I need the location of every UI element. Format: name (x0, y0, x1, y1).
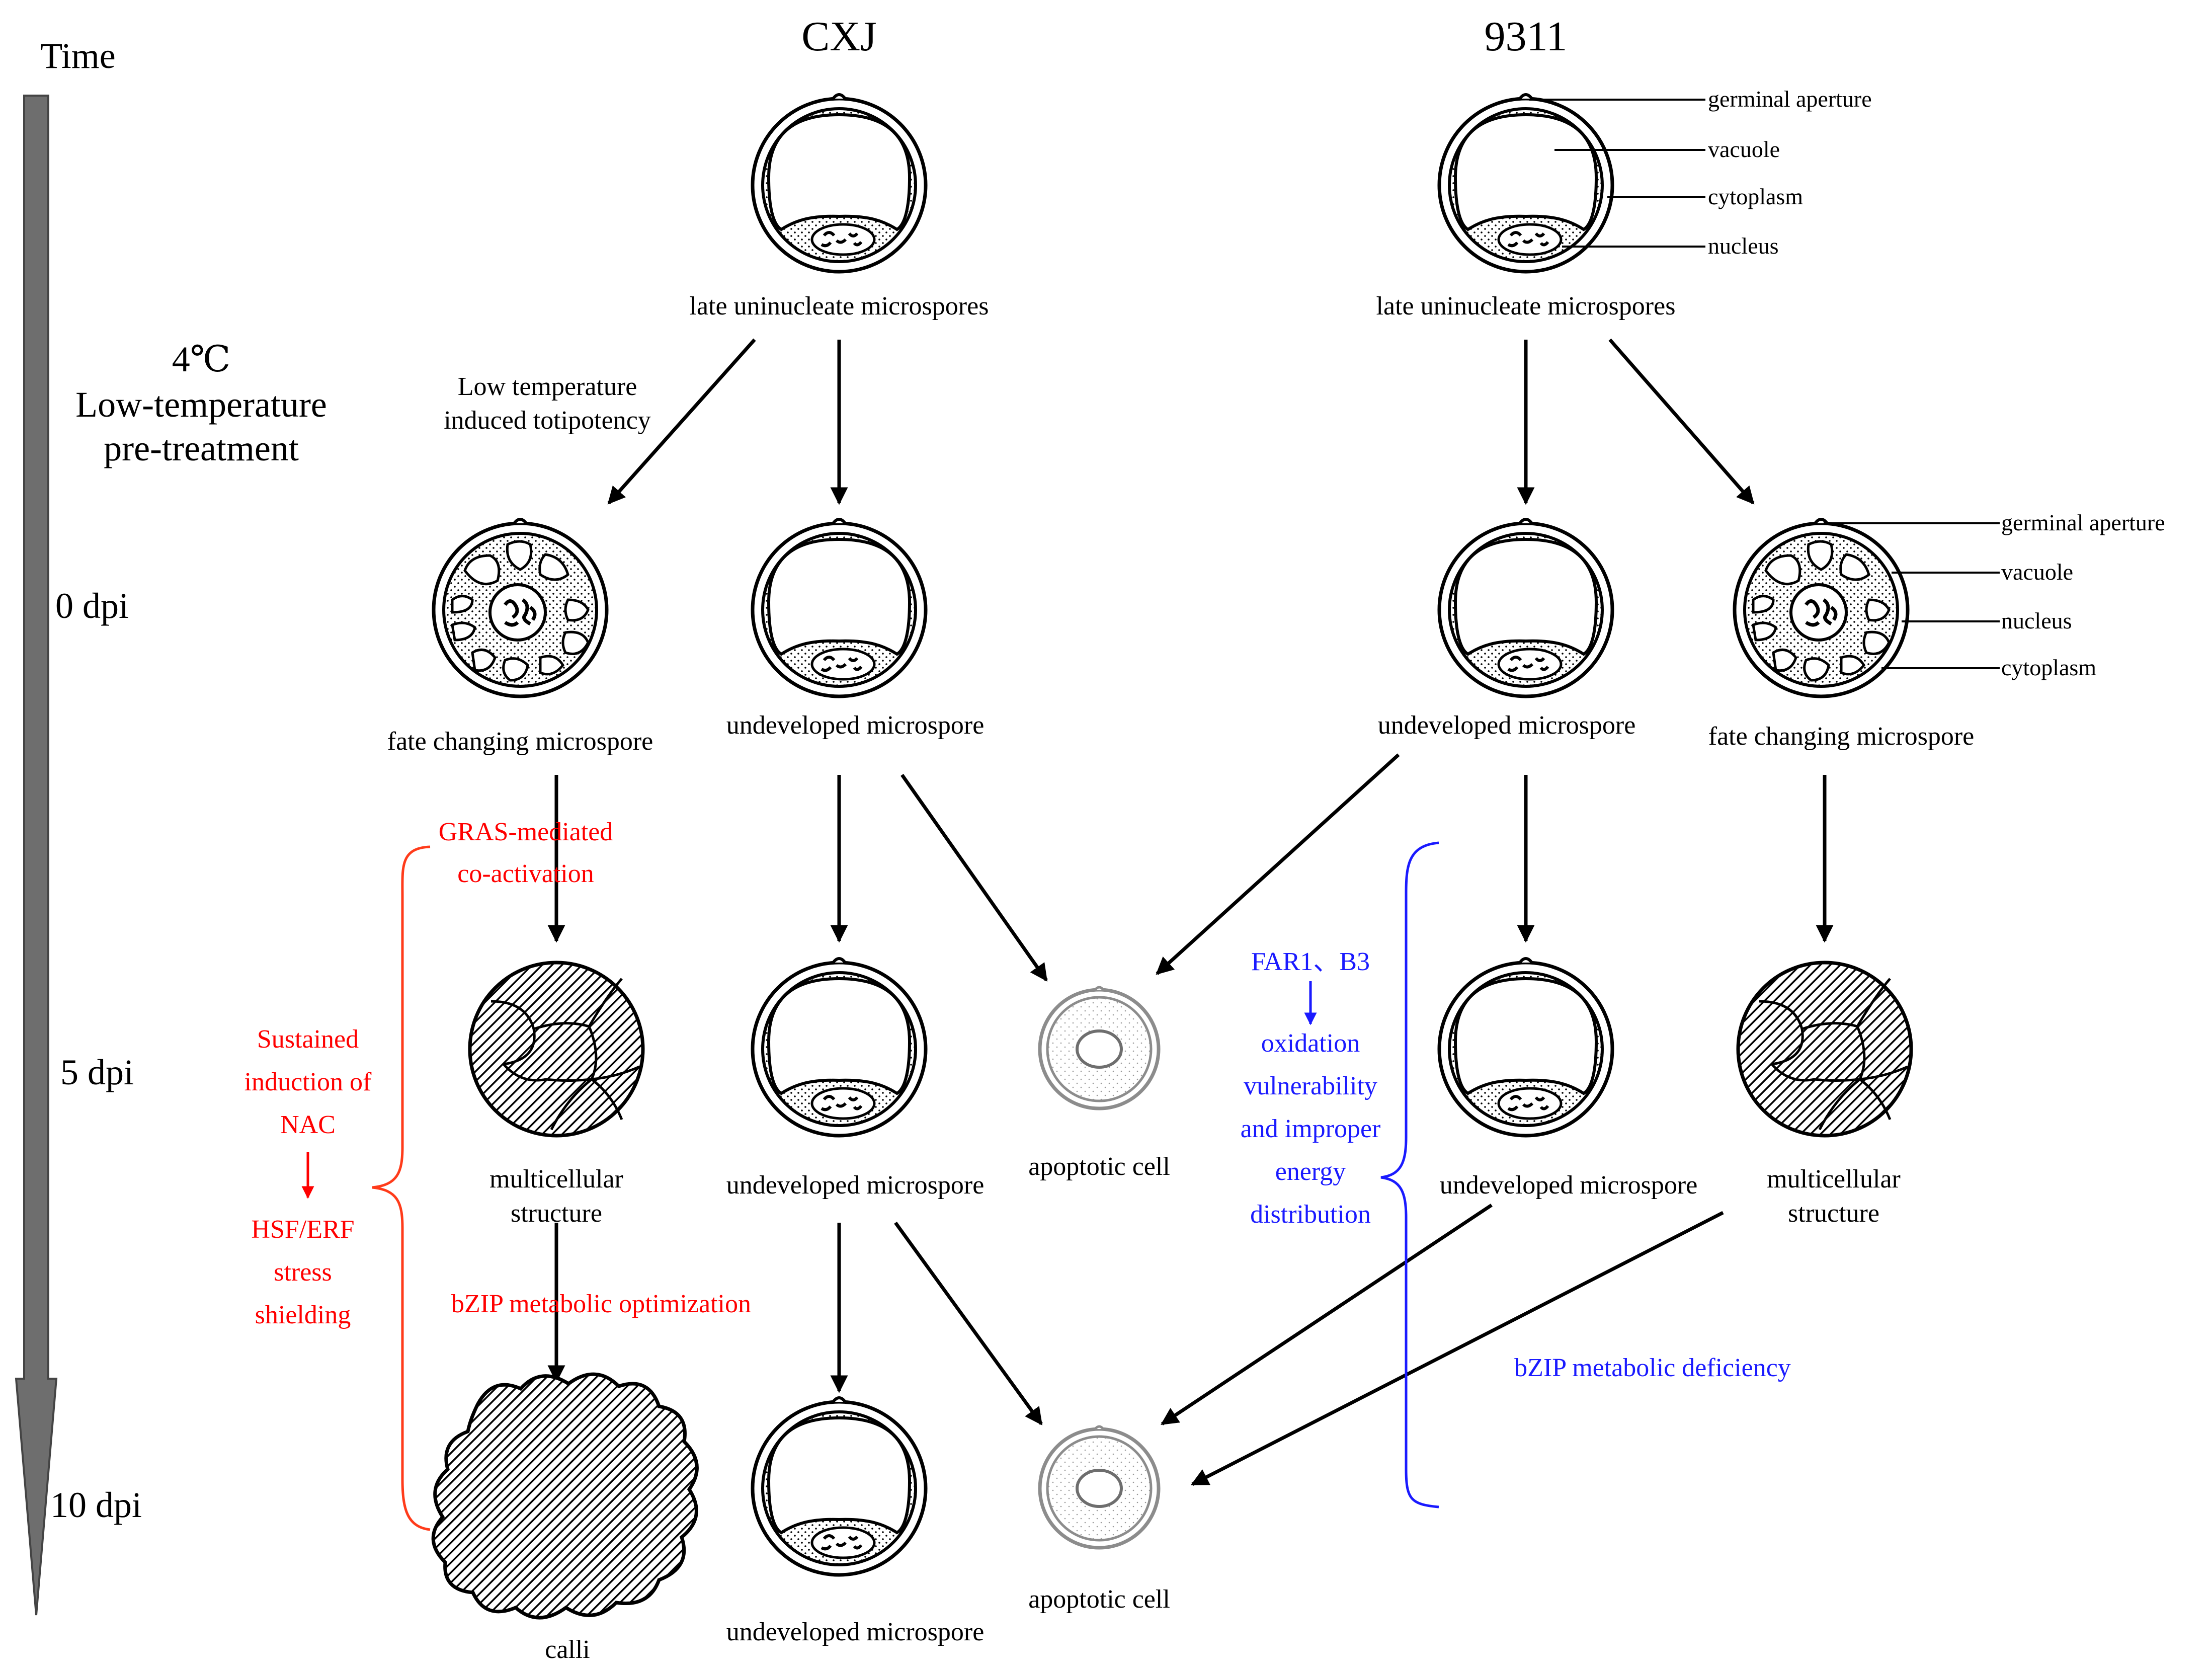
time-tick-10dpi: 10 dpi (50, 1485, 142, 1525)
cxj-fate-changing-microspore (434, 519, 607, 696)
r9311-late-uninucleate-label: late uninucleate microspores (1376, 292, 1676, 321)
oxidation-label-line1: oxidation (1261, 1029, 1360, 1058)
time-tick-5dpi: 5 dpi (60, 1052, 134, 1092)
low-temp-label-line2: induced totipotency (444, 406, 651, 435)
cxj-undeveloped-microspore-0dpi (753, 519, 926, 696)
nac-label-line3: NAC (280, 1110, 336, 1139)
r9311-fate-changing-microspore (1735, 519, 1908, 696)
cxj-multicellular-label-line1: multicellular (489, 1165, 623, 1194)
arrow-undeveloped-to-apoptotic (900, 773, 1048, 982)
low-temp-label-line1: Low temperature (458, 372, 637, 401)
fate-part-germinal-aperture: germinal aperture (2001, 510, 2165, 535)
hsf-label-line2: stress (274, 1258, 332, 1287)
column-title-cxj: CXJ (801, 13, 876, 60)
r9311-multicellular-structure (1738, 963, 1911, 1136)
apoptotic-cell-10dpi (1040, 1426, 1159, 1548)
apoptotic-label-5dpi: apoptotic cell (1028, 1152, 1170, 1181)
r9311-undeveloped-label-0dpi: undeveloped microspore (1378, 711, 1636, 740)
part-label-nucleus: nucleus (1708, 233, 1779, 259)
apoptotic-label-10dpi: apoptotic cell (1028, 1585, 1170, 1614)
cxj-undeveloped-label-5dpi: undeveloped microspore (726, 1171, 985, 1200)
column-title-9311: 9311 (1485, 13, 1568, 60)
hsf-label-line3: shielding (255, 1301, 351, 1329)
nac-label-line1: Sustained (257, 1025, 359, 1054)
arrow-undeveloped-to-apoptotic-10dpi (894, 1221, 1043, 1425)
cxj-undeveloped-label-0dpi: undeveloped microspore (726, 711, 985, 740)
part-label-germinal-aperture: germinal aperture (1708, 86, 1872, 112)
apoptotic-cell-5dpi (1040, 987, 1159, 1108)
nac-label-line2: induction of (244, 1068, 372, 1096)
r9311-late-uninucleate-microspore (1439, 95, 1612, 272)
bzip-deficiency-label: bZIP metabolic deficiency (1514, 1354, 1791, 1382)
r9311-multicellular-label-line2: structure (1788, 1199, 1879, 1228)
cxj-late-uninucleate-microspore (753, 95, 926, 272)
part-label-vacuole: vacuole (1708, 136, 1780, 162)
part-label-cytoplasm: cytoplasm (1708, 184, 1803, 209)
treatment-temperature: 4℃ (172, 339, 231, 379)
r9311-multicellular-label-line1: multicellular (1767, 1165, 1901, 1194)
cxj-undeveloped-label-10dpi: undeveloped microspore (726, 1618, 985, 1646)
calli-shape (431, 1372, 699, 1620)
fate-part-vacuole: vacuole (2001, 559, 2073, 585)
cxj-multicellular-structure (470, 963, 643, 1136)
oxidation-label-line2: vulnerability (1244, 1072, 1377, 1100)
time-tick-0dpi: 0 dpi (55, 586, 129, 626)
bzip-optimization-label: bZIP metabolic optimization (451, 1290, 751, 1318)
hsf-label-line1: HSF/ERF (251, 1215, 354, 1244)
oxidation-label-line4: energy (1275, 1157, 1346, 1186)
arrow-9311-undeveloped-to-apoptotic-10dpi (1161, 1204, 1493, 1425)
arrow-9311-to-fate (1608, 338, 1755, 505)
fate-part-cytoplasm: cytoplasm (2001, 655, 2096, 680)
r9311-fate-changing-label: fate changing microspore (1708, 722, 1974, 751)
r9311-undeveloped-microspore-0dpi (1439, 519, 1612, 696)
r9311-blue-brace (1380, 841, 1439, 1508)
cxj-undeveloped-microspore-10dpi (753, 1398, 926, 1575)
fate-part-nucleus: nucleus (2001, 608, 2072, 633)
arrow-cxj-to-fate (607, 338, 756, 505)
arrow-9311-undeveloped-to-apoptotic (1156, 753, 1400, 975)
oxidation-label-line5: distribution (1250, 1200, 1371, 1229)
far1-b3-label: FAR1、B3 (1251, 947, 1370, 976)
r9311-undeveloped-label-5dpi: undeveloped microspore (1440, 1171, 1698, 1200)
cxj-undeveloped-microspore-5dpi (753, 959, 926, 1136)
arrow-9311-multicellular-to-apoptotic-10dpi (1190, 1211, 1724, 1486)
cxj-late-uninucleate-label: late uninucleate microspores (690, 292, 989, 321)
gras-label-line1: GRAS-mediated (439, 818, 613, 846)
time-axis-title: Time (40, 36, 115, 76)
time-arrow (15, 95, 58, 1616)
cxj-fate-changing-label: fate changing microspore (387, 727, 653, 756)
oxidation-label-line3: and improper (1241, 1115, 1381, 1143)
treatment-label-line2: pre-treatment (104, 428, 299, 468)
gras-label-line2: co-activation (457, 859, 594, 888)
cxj-red-brace (372, 845, 431, 1531)
r9311-undeveloped-microspore-5dpi (1439, 959, 1612, 1136)
calli-label: calli (545, 1635, 590, 1664)
treatment-label-line1: Low-temperature (75, 384, 327, 425)
